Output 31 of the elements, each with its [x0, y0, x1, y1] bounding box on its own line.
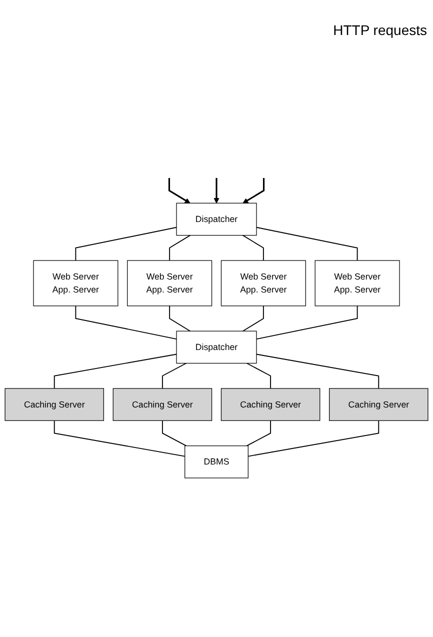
node-box: Caching Server	[4, 388, 104, 421]
connector	[162, 362, 187, 389]
connector	[162, 420, 187, 446]
node-box: Web Server App. Server	[33, 260, 118, 306]
node-box: Web Server App. Server	[220, 260, 306, 306]
arrow	[242, 178, 265, 204]
arrow	[214, 178, 220, 204]
connector	[54, 420, 186, 457]
connector	[54, 354, 177, 389]
node-box: Caching Server	[112, 388, 212, 421]
node-box: Web Server App. Server	[314, 260, 400, 306]
annotation-text: HTTP requests	[333, 22, 427, 38]
connector	[256, 305, 358, 340]
node-box: Dispatcher	[176, 330, 257, 364]
node-box: Caching Server	[329, 388, 428, 421]
connector	[242, 234, 264, 261]
connector	[248, 420, 380, 457]
connector	[256, 354, 380, 389]
connector	[75, 226, 177, 261]
node-box: Caching Server	[220, 388, 320, 421]
connector	[256, 226, 358, 261]
arrow	[168, 178, 190, 204]
connector	[169, 234, 191, 261]
node-box: DBMS	[184, 446, 248, 478]
connector	[242, 305, 264, 332]
connector	[169, 305, 191, 332]
connector	[75, 305, 177, 340]
node-box: Web Server App. Server	[127, 260, 212, 306]
connector	[246, 420, 272, 446]
connector	[246, 362, 272, 389]
node-box: Dispatcher	[176, 202, 257, 236]
